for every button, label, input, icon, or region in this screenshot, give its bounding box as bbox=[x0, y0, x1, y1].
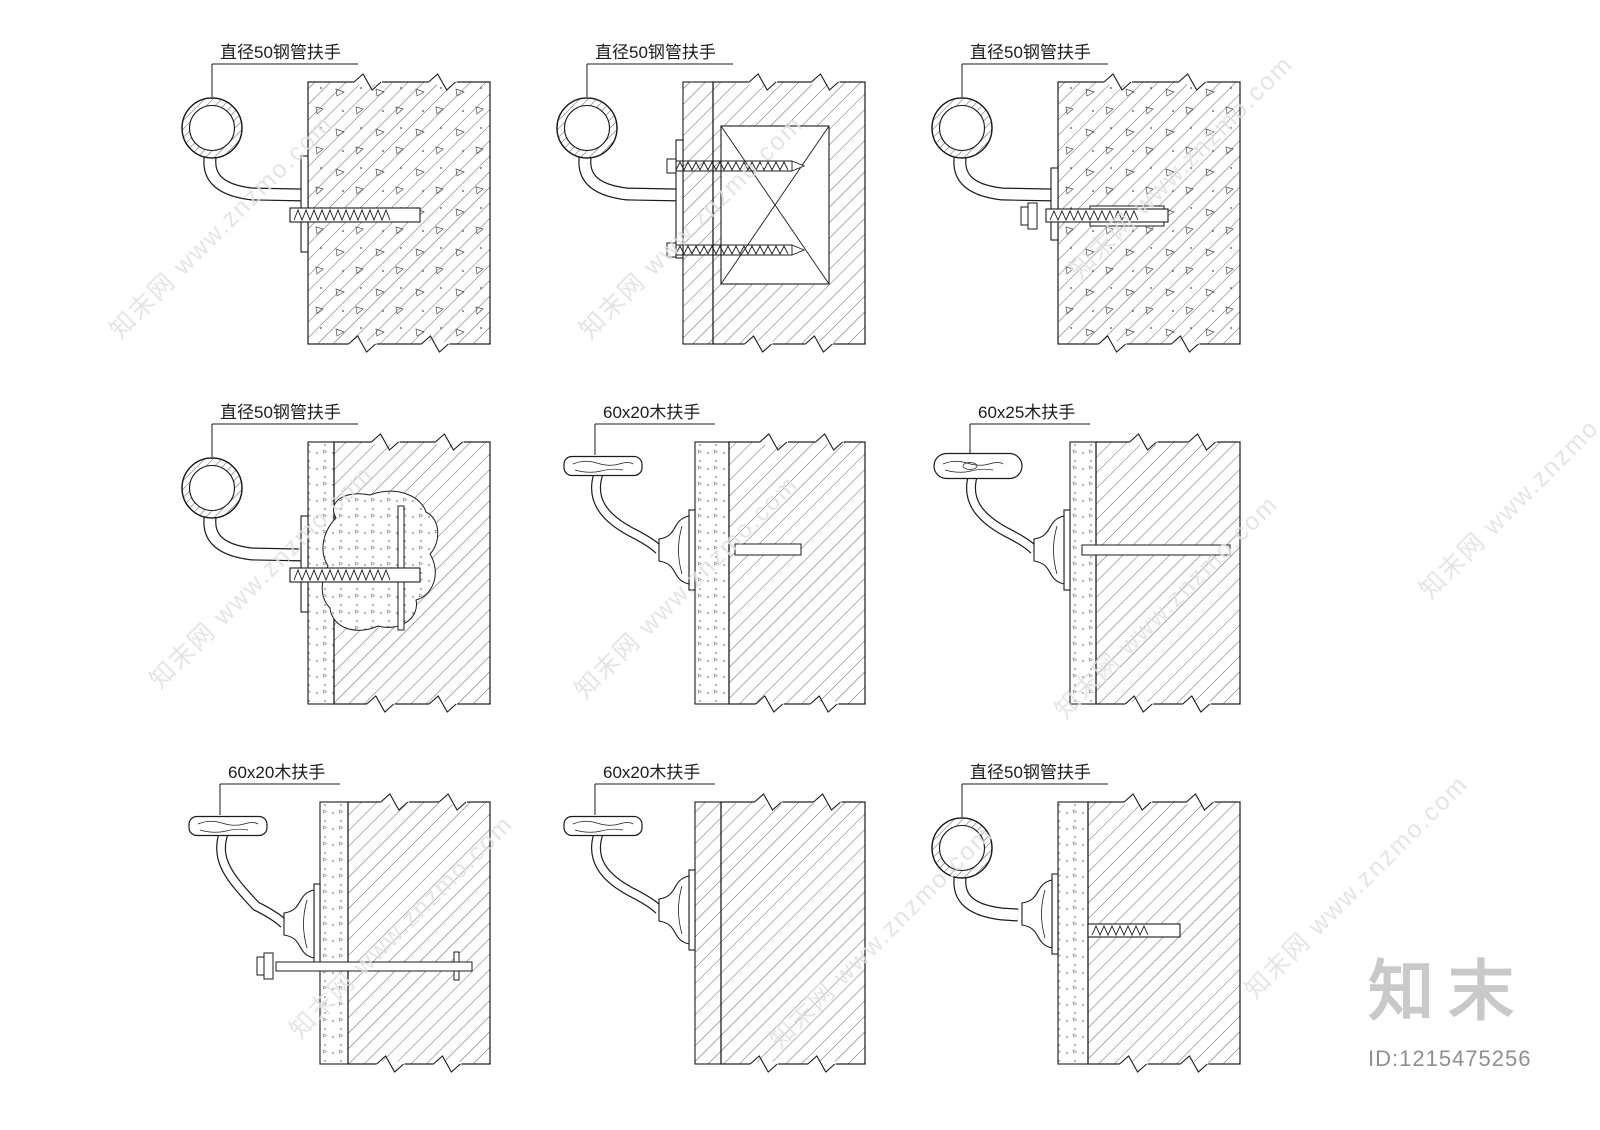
base-plate bbox=[313, 883, 321, 965]
expansion-bolt bbox=[1087, 923, 1181, 938]
bracket-arm bbox=[966, 470, 1038, 554]
wall-section bbox=[1095, 433, 1241, 713]
detail-5-group: 60x20木扶手 bbox=[563, 403, 866, 713]
detail-label-group: 60x25木扶手 bbox=[969, 403, 1090, 455]
grout-pocket bbox=[321, 490, 439, 631]
expansion-bolt bbox=[1045, 208, 1169, 223]
detail-label: 60x20木扶手 bbox=[228, 763, 325, 782]
detail-6-group: 60x25木扶手 bbox=[933, 403, 1241, 713]
detail-label: 60x20木扶手 bbox=[603, 763, 700, 782]
mounting-plate bbox=[675, 139, 684, 259]
base-plate bbox=[1063, 509, 1071, 591]
detail-label-group: 直径50钢管扶手 bbox=[586, 43, 733, 97]
nut bbox=[256, 952, 274, 980]
detail-label-group: 60x20木扶手 bbox=[594, 403, 715, 455]
wood-handrail-section bbox=[933, 452, 1023, 480]
wood-screw bbox=[666, 158, 806, 174]
base-plate bbox=[1051, 873, 1059, 955]
expansion-bolt bbox=[289, 207, 421, 223]
wood-screw bbox=[666, 242, 806, 258]
wood-handrail-section bbox=[563, 815, 643, 837]
wall-layer bbox=[319, 801, 349, 1065]
mounting-plate bbox=[1050, 167, 1059, 241]
wall-layer bbox=[694, 801, 722, 1065]
wall-layer bbox=[1057, 801, 1089, 1065]
nut bbox=[1020, 202, 1038, 230]
detail-label-group: 直径50钢管扶手 bbox=[211, 43, 358, 97]
wall-section bbox=[720, 793, 866, 1073]
detail-label: 直径50钢管扶手 bbox=[970, 43, 1091, 62]
znzmo-logo: 知末 bbox=[1368, 954, 1528, 1028]
detail-7-group: 60x20木扶手 bbox=[188, 763, 491, 1073]
wall-layer bbox=[682, 81, 714, 345]
drawing-id: ID:1215475256 bbox=[1368, 1046, 1532, 1071]
wall-layer bbox=[694, 441, 730, 705]
wall-section bbox=[728, 433, 866, 713]
wall-layer bbox=[1069, 441, 1097, 705]
bracket-base-bell bbox=[658, 515, 690, 585]
detail-label-group: 直径50钢管扶手 bbox=[211, 403, 358, 457]
steel-pipe-section bbox=[181, 457, 243, 519]
detail-9-group: 直径50钢管扶手 bbox=[931, 763, 1241, 1073]
bracket-base-bell bbox=[1021, 879, 1053, 949]
detail-8-group: 60x20木扶手 bbox=[563, 763, 866, 1073]
detail-label-group: 直径50钢管扶手 bbox=[961, 763, 1108, 817]
bracket-arm bbox=[591, 470, 663, 554]
steel-pipe-section bbox=[556, 97, 618, 159]
expansion-bolt bbox=[289, 567, 421, 583]
wall-section bbox=[347, 793, 491, 1073]
bracket-base-bell bbox=[1033, 515, 1065, 585]
detail-label-group: 60x20木扶手 bbox=[219, 763, 340, 815]
detail-label: 直径50钢管扶手 bbox=[595, 43, 716, 62]
detail-3-group: 直径50钢管扶手 bbox=[931, 43, 1241, 353]
watermark-text: 知末网 www.znzmo.com bbox=[1414, 370, 1600, 604]
wood-blocking bbox=[720, 125, 830, 285]
detail-1-group: 直径50钢管扶手 bbox=[181, 43, 491, 353]
detail-label: 直径50钢管扶手 bbox=[970, 763, 1091, 782]
anchor-bar bbox=[734, 543, 802, 556]
bracket-arm bbox=[591, 830, 663, 914]
detail-2-group: 直径50钢管扶手 bbox=[556, 43, 866, 353]
detail-label: 直径50钢管扶手 bbox=[220, 403, 341, 422]
bracket-base-bell bbox=[658, 875, 690, 945]
detail-label-group: 60x20木扶手 bbox=[594, 763, 715, 815]
detail-label-group: 直径50钢管扶手 bbox=[961, 43, 1108, 97]
through-bolt bbox=[275, 961, 473, 972]
base-plate bbox=[688, 869, 696, 951]
wood-handrail-section bbox=[563, 455, 643, 477]
steel-pipe-section bbox=[181, 97, 243, 159]
detail-label: 直径50钢管扶手 bbox=[220, 43, 341, 62]
detail-label: 60x20木扶手 bbox=[603, 403, 700, 422]
bracket-arm bbox=[216, 830, 288, 928]
mounting-plate bbox=[300, 515, 309, 613]
mounting-plate bbox=[300, 155, 309, 253]
anchor-bar bbox=[1081, 544, 1231, 556]
bracket-base-bell bbox=[283, 889, 315, 959]
steel-pipe-section bbox=[931, 817, 993, 879]
steel-pipe-section bbox=[931, 97, 993, 159]
detail-4-group: 直径50钢管扶手 bbox=[181, 403, 491, 713]
detail-label: 60x25木扶手 bbox=[978, 403, 1075, 422]
wood-handrail-section bbox=[188, 815, 268, 837]
